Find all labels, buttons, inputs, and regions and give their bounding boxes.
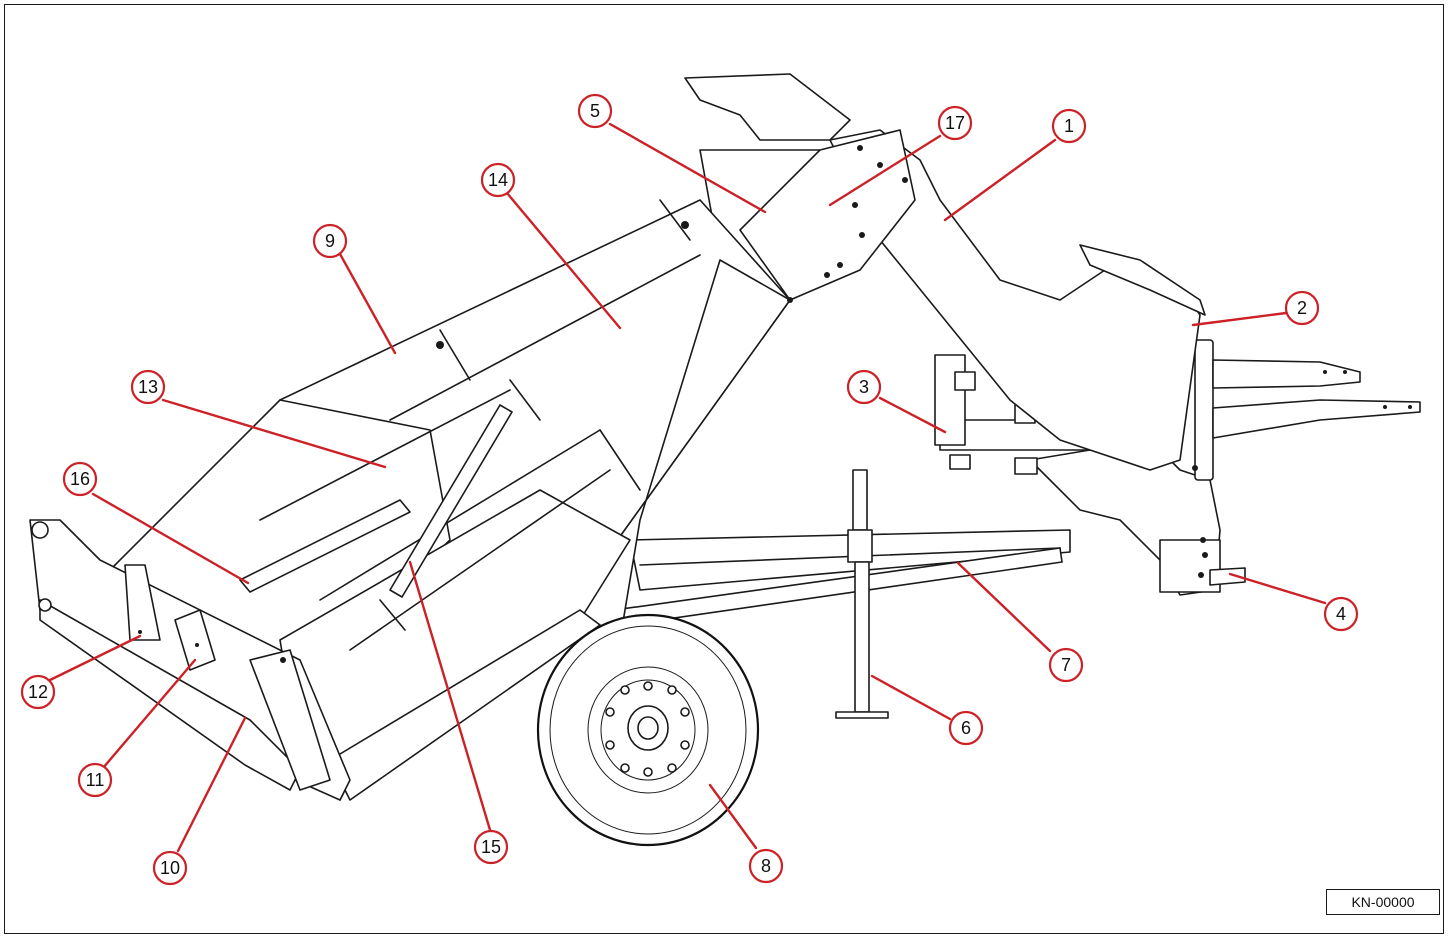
callout-14: 14: [480, 162, 516, 198]
callout-9: 9: [312, 223, 348, 259]
callout-10: 10: [152, 850, 188, 886]
callout-label-8: 8: [761, 856, 771, 876]
callout-1: 1: [1051, 108, 1087, 144]
callout-label-1: 1: [1064, 116, 1074, 136]
callout-label-10: 10: [160, 858, 180, 878]
callout-leaders: [48, 122, 1327, 853]
callout-2: 2: [1284, 290, 1320, 326]
callout-12: 12: [20, 674, 56, 710]
callout-11: 11: [77, 762, 113, 798]
callout-15: 15: [473, 829, 509, 865]
callout-label-16: 16: [70, 469, 90, 489]
callout-4: 4: [1323, 596, 1359, 632]
callout-label-6: 6: [961, 718, 971, 738]
callout-5: 5: [577, 93, 613, 129]
callout-label-9: 9: [325, 231, 335, 251]
callout-7: 7: [1048, 647, 1084, 683]
callout-6: 6: [948, 710, 984, 746]
callout-label-13: 13: [138, 377, 158, 397]
callout-label-3: 3: [859, 377, 869, 397]
callout-8: 8: [748, 848, 784, 884]
callout-17: 17: [937, 105, 973, 141]
callout-16: 16: [62, 461, 98, 497]
brace-group: [239, 404, 513, 631]
callout-label-14: 14: [488, 170, 508, 190]
callout-label-7: 7: [1061, 655, 1071, 675]
pickup-group: [29, 519, 351, 801]
bolts: [138, 145, 1412, 663]
callout-13: 13: [130, 369, 166, 405]
callout-label-17: 17: [945, 113, 965, 133]
document-code-label: KN-00000: [1326, 889, 1440, 915]
jack-stand: [835, 469, 889, 719]
callout-3: 3: [846, 369, 882, 405]
figure-border: [4, 4, 1444, 934]
callout-label-12: 12: [28, 682, 48, 702]
callout-label-5: 5: [590, 101, 600, 121]
callout-label-11: 11: [86, 770, 105, 790]
callout-label-4: 4: [1336, 604, 1346, 624]
callout-label-2: 2: [1297, 298, 1307, 318]
frame-group: [599, 339, 1421, 629]
callout-label-15: 15: [481, 837, 501, 857]
wheel: [536, 613, 760, 847]
